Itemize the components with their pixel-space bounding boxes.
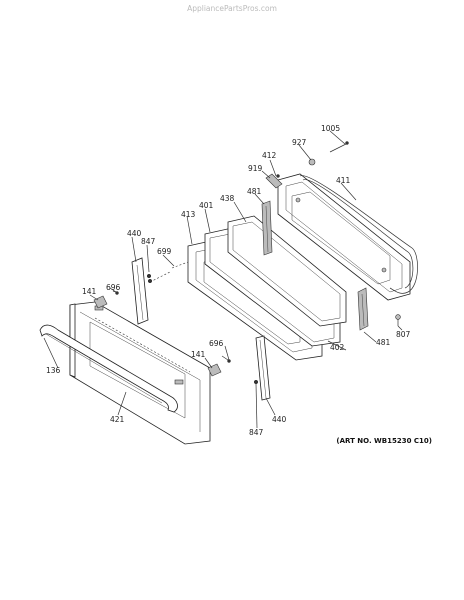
callout-481-lower: 481 (376, 338, 391, 347)
callout-141-left: 141 (82, 287, 97, 296)
callout-919: 919 (248, 164, 263, 173)
callout-440-left: 440 (127, 229, 142, 238)
gasket-bracket-lower (357, 287, 369, 331)
callout-847-right: 847 (249, 428, 264, 437)
callout-401: 401 (199, 201, 214, 210)
callout-labels: 1005 927 412 919 411 481 438 401 413 440… (46, 124, 411, 437)
gasket-bracket-upper (261, 200, 273, 256)
callout-927: 927 (292, 138, 307, 147)
callout-481-upper: 481 (247, 187, 262, 196)
callout-leaders (43, 130, 403, 429)
assembly-guide-lines (149, 261, 189, 283)
callout-847-left: 847 (141, 237, 156, 246)
right-door-bracket (253, 335, 271, 401)
site-watermark: AppliancePartsPros.com (187, 4, 277, 13)
callout-402: 402 (330, 343, 345, 352)
top-fasteners (265, 141, 349, 189)
left-door-bracket (131, 257, 153, 325)
callout-438: 438 (220, 194, 235, 203)
callout-413: 413 (181, 210, 196, 219)
callout-696-left: 696 (106, 283, 121, 292)
screw-807 (395, 314, 401, 326)
callout-136: 136 (46, 366, 61, 375)
callout-696-right: 696 (209, 339, 224, 348)
door-handle (39, 324, 178, 413)
door-gasket (299, 175, 418, 294)
callout-1005: 1005 (321, 124, 340, 133)
art-number: (ART NO. WB15230 C10) (336, 437, 432, 445)
inner-door-liner (277, 173, 411, 301)
callout-807: 807 (396, 330, 411, 339)
callout-421: 421 (110, 415, 125, 424)
callout-412: 412 (262, 151, 277, 160)
callout-141-right: 141 (191, 350, 206, 359)
callout-699: 699 (157, 247, 172, 256)
callout-411: 411 (336, 176, 351, 185)
left-hinge-clip (93, 287, 119, 309)
callout-440-right: 440 (272, 415, 287, 424)
right-hinge-clip (207, 355, 231, 377)
door-glass-438 (227, 215, 347, 327)
